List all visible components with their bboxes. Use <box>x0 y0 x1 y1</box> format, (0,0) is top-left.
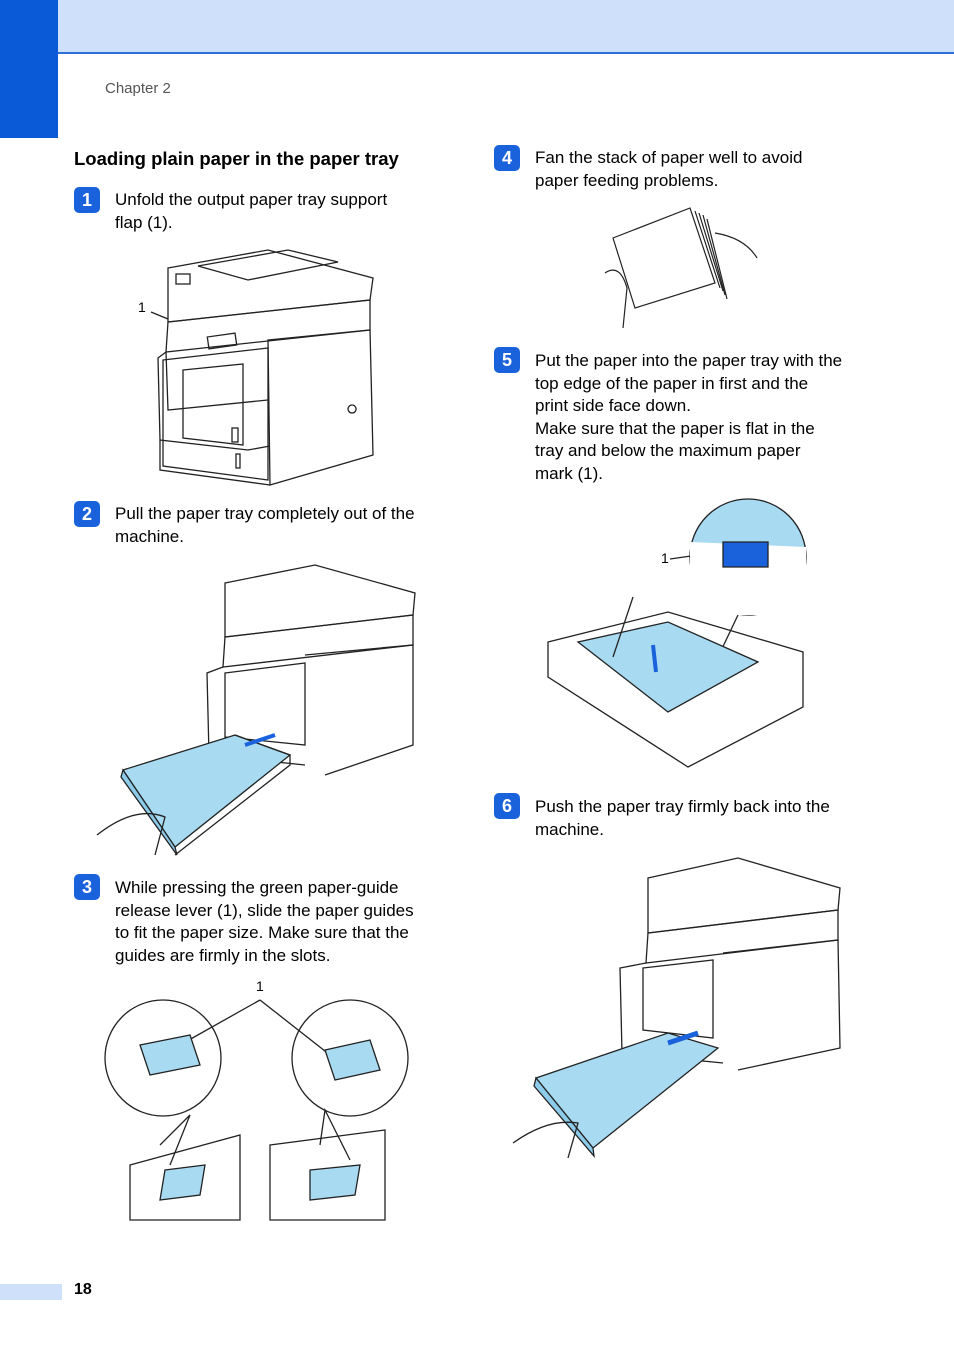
step-5-callout: 1 <box>661 550 669 566</box>
pull-tray-illustration <box>95 555 425 865</box>
page-number: 18 <box>74 1281 92 1298</box>
step-1-callout: 1 <box>138 299 146 315</box>
step-3-badge: 3 <box>74 874 100 900</box>
step-2-text: Pull the paper tray completely out of th… <box>115 504 415 546</box>
step-6-badge: 6 <box>494 793 520 819</box>
chapter-tab <box>0 0 58 138</box>
step-1-text: Unfold the output paper tray support fla… <box>115 190 388 232</box>
paper-in-tray-illustration <box>538 497 818 777</box>
push-tray-illustration <box>508 848 848 1160</box>
step-6-text: Push the paper tray firmly back into the… <box>535 797 830 839</box>
step-4-badge: 4 <box>494 145 520 171</box>
section-title: Loading plain paper in the paper tray <box>74 148 399 169</box>
paper-guides-illustration <box>100 995 412 1223</box>
step-3-text: While pressing the green paper-guide rel… <box>115 878 414 965</box>
chapter-label: Chapter 2 <box>105 80 171 97</box>
step-1-badge: 1 <box>74 187 100 213</box>
step-2-badge: 2 <box>74 501 100 527</box>
step-5-badge: 5 <box>494 347 520 373</box>
printer-flap-illustration <box>138 240 383 490</box>
page-number-tab <box>0 1284 62 1300</box>
step-3-callout: 1 <box>256 978 264 994</box>
step-5-text: Put the paper into the paper tray with t… <box>535 351 843 483</box>
header-bar <box>58 0 954 54</box>
fan-paper-illustration <box>595 203 765 333</box>
step-4-text: Fan the stack of paper well to avoid pap… <box>535 148 803 190</box>
